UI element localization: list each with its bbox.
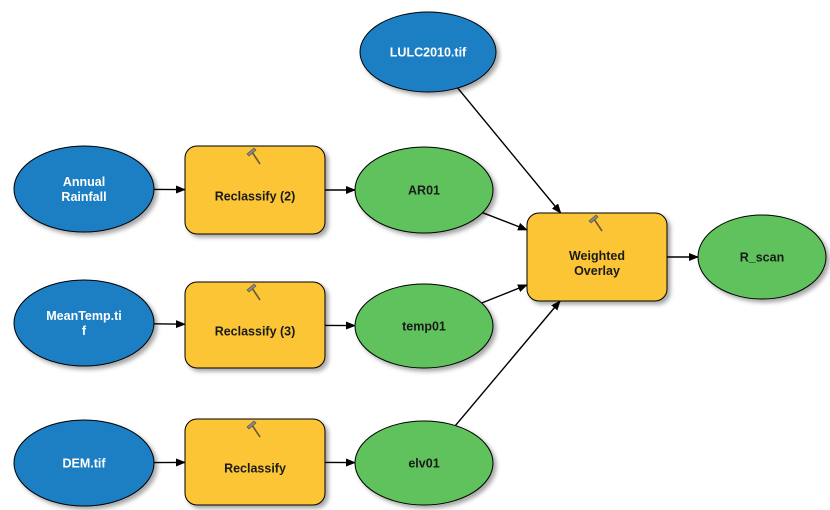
- tool-shape: [526, 212, 668, 302]
- output-shape: [354, 420, 494, 506]
- node-dem[interactable]: DEM.tif: [13, 419, 155, 507]
- node-label: AR01: [408, 184, 440, 198]
- node-ar01[interactable]: AR01: [354, 146, 494, 234]
- connector-lulc-to-weighted: [457, 87, 562, 214]
- node-label: Annual: [63, 175, 105, 189]
- input-shape: [13, 279, 155, 367]
- node-label: Reclassify: [224, 462, 286, 476]
- node-lulc[interactable]: LULC2010.tif: [359, 11, 497, 93]
- node-label: Overlay: [574, 264, 620, 278]
- node-reclass[interactable]: Reclassify: [184, 418, 326, 506]
- hammer-icon: [246, 420, 261, 438]
- node-label: Weighted: [569, 249, 625, 263]
- nodes-layer: LULC2010.tifAnnualRainfallMeanTemp.tifDE…: [13, 11, 827, 507]
- input-shape: [359, 11, 497, 93]
- node-temp01[interactable]: temp01: [354, 283, 494, 369]
- node-label: Reclassify (2): [215, 190, 296, 204]
- node-label: LULC2010.tif: [390, 46, 467, 60]
- input-shape: [13, 419, 155, 507]
- node-rscan[interactable]: R_scan: [697, 214, 827, 300]
- node-label: temp01: [402, 320, 446, 334]
- connections-layer: [153, 87, 699, 467]
- node-reclass3[interactable]: Reclassify (3): [184, 281, 326, 369]
- hammer-icon: [588, 214, 603, 232]
- node-elv01[interactable]: elv01: [354, 420, 494, 506]
- connector-temp01-to-weighted: [481, 284, 528, 304]
- node-label: DEM.tif: [62, 457, 106, 471]
- output-shape: [697, 214, 827, 300]
- node-reclass2[interactable]: Reclassify (2): [184, 145, 326, 235]
- node-label: MeanTemp.ti: [46, 309, 121, 323]
- input-shape: [13, 145, 155, 233]
- hammer-icon: [246, 283, 261, 301]
- node-label: Reclassify (3): [215, 325, 296, 339]
- connector-elv01-to-weighted: [454, 300, 561, 427]
- node-meantemp[interactable]: MeanTemp.tif: [13, 279, 155, 367]
- output-shape: [354, 283, 494, 369]
- node-label: R_scan: [740, 251, 784, 265]
- node-label: Rainfall: [61, 190, 106, 204]
- connector-ar01-to-weighted: [482, 212, 528, 231]
- tool-shape: [184, 281, 326, 369]
- tool-shape: [184, 145, 326, 235]
- tool-shape: [184, 418, 326, 506]
- node-label: elv01: [408, 457, 439, 471]
- node-label: f: [82, 324, 87, 338]
- hammer-icon: [246, 147, 261, 165]
- output-shape: [354, 146, 494, 234]
